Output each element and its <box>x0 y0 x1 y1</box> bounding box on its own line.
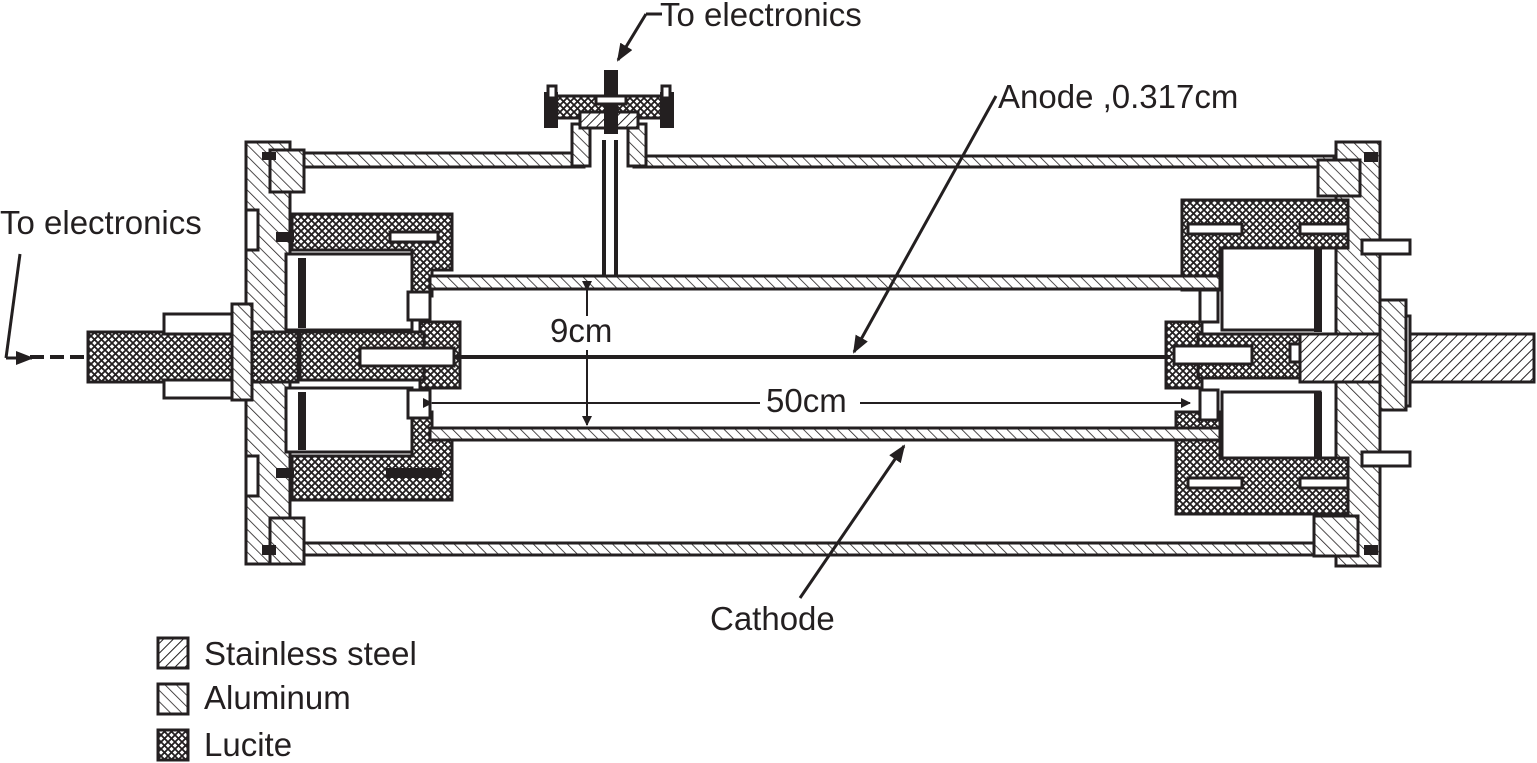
left-electronics-label: To electronics <box>0 204 202 241</box>
dimension-lines <box>423 281 1191 426</box>
legend-item-aluminum: Aluminum <box>156 679 351 716</box>
aluminum-swatch <box>156 682 190 716</box>
callout-arrows <box>4 12 998 599</box>
top-electronics-label: To electronics <box>660 0 862 33</box>
cathode-label: Cathode <box>710 600 835 637</box>
stainless-steel-swatch <box>156 636 190 670</box>
radius-dimension-label: 9cm <box>550 312 612 349</box>
top-feedthrough <box>544 70 674 276</box>
legend-label: Stainless steel <box>204 635 417 672</box>
lucite-swatch <box>156 728 190 762</box>
legend-label: Aluminum <box>204 679 351 716</box>
cathode-tube <box>406 274 1222 442</box>
anode-label: Anode ,0.317cm <box>998 78 1238 115</box>
legend-label: Lucite <box>204 726 292 763</box>
legend-item-stainless-steel: Stainless steel <box>156 635 417 672</box>
outer-housing <box>244 122 1382 568</box>
right-end-assembly <box>1164 198 1536 516</box>
left-end-assembly <box>30 212 462 502</box>
length-dimension-label: 50cm <box>766 382 847 419</box>
legend-item-lucite: Lucite <box>156 726 292 763</box>
legend: Stainless steel Aluminum Lucite <box>156 635 417 763</box>
